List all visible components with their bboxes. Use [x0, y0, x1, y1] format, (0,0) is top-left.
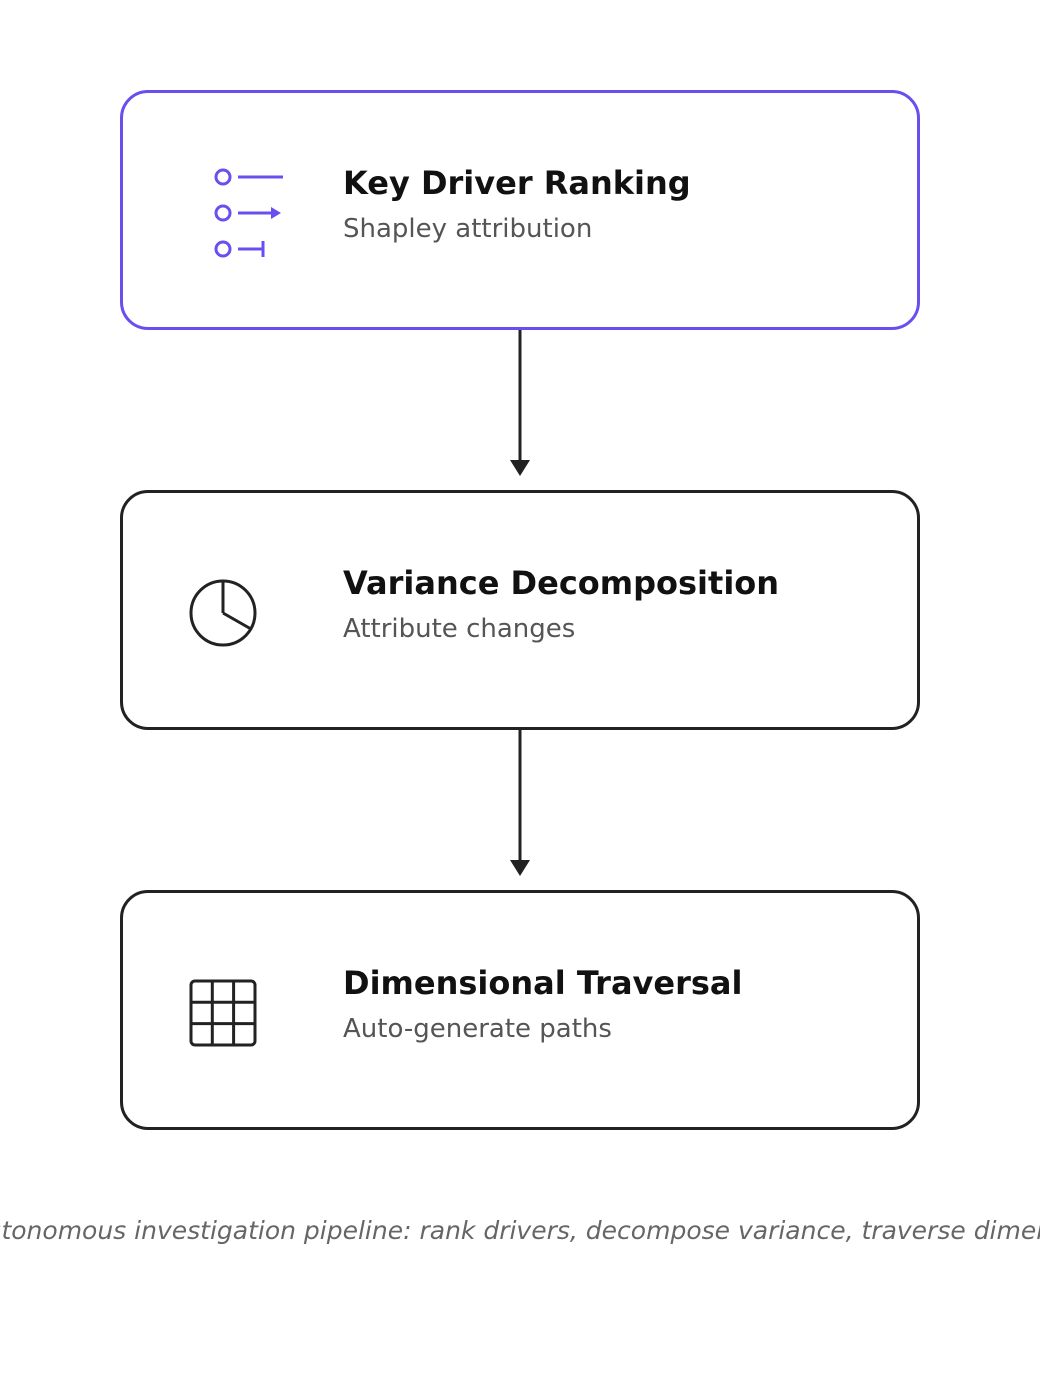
step-subtitle: Shapley attribution — [343, 214, 593, 244]
ranked-list-icon — [183, 163, 283, 263]
figure-caption: The autonomous investigation pipeline: r… — [0, 1214, 1040, 1248]
step-card-key-driver-ranking: Key Driver Ranking Shapley attribution — [120, 90, 920, 330]
pie-chart-icon — [183, 563, 283, 663]
connector-arrow — [500, 330, 540, 490]
step-subtitle: Attribute changes — [343, 614, 576, 644]
step-card-dimensional-traversal: Dimensional Traversal Auto-generate path… — [120, 890, 920, 1130]
step-title: Dimensional Traversal — [343, 964, 743, 1002]
step-title: Key Driver Ranking — [343, 164, 691, 202]
connector-arrow — [500, 730, 540, 890]
step-title: Variance Decomposition — [343, 564, 780, 602]
step-subtitle: Auto-generate paths — [343, 1014, 612, 1044]
caption-text: The autonomous investigation pipeline: r… — [0, 1216, 1040, 1245]
step-card-variance-decomposition: Variance Decomposition Attribute changes — [120, 490, 920, 730]
grid-icon — [183, 963, 283, 1063]
